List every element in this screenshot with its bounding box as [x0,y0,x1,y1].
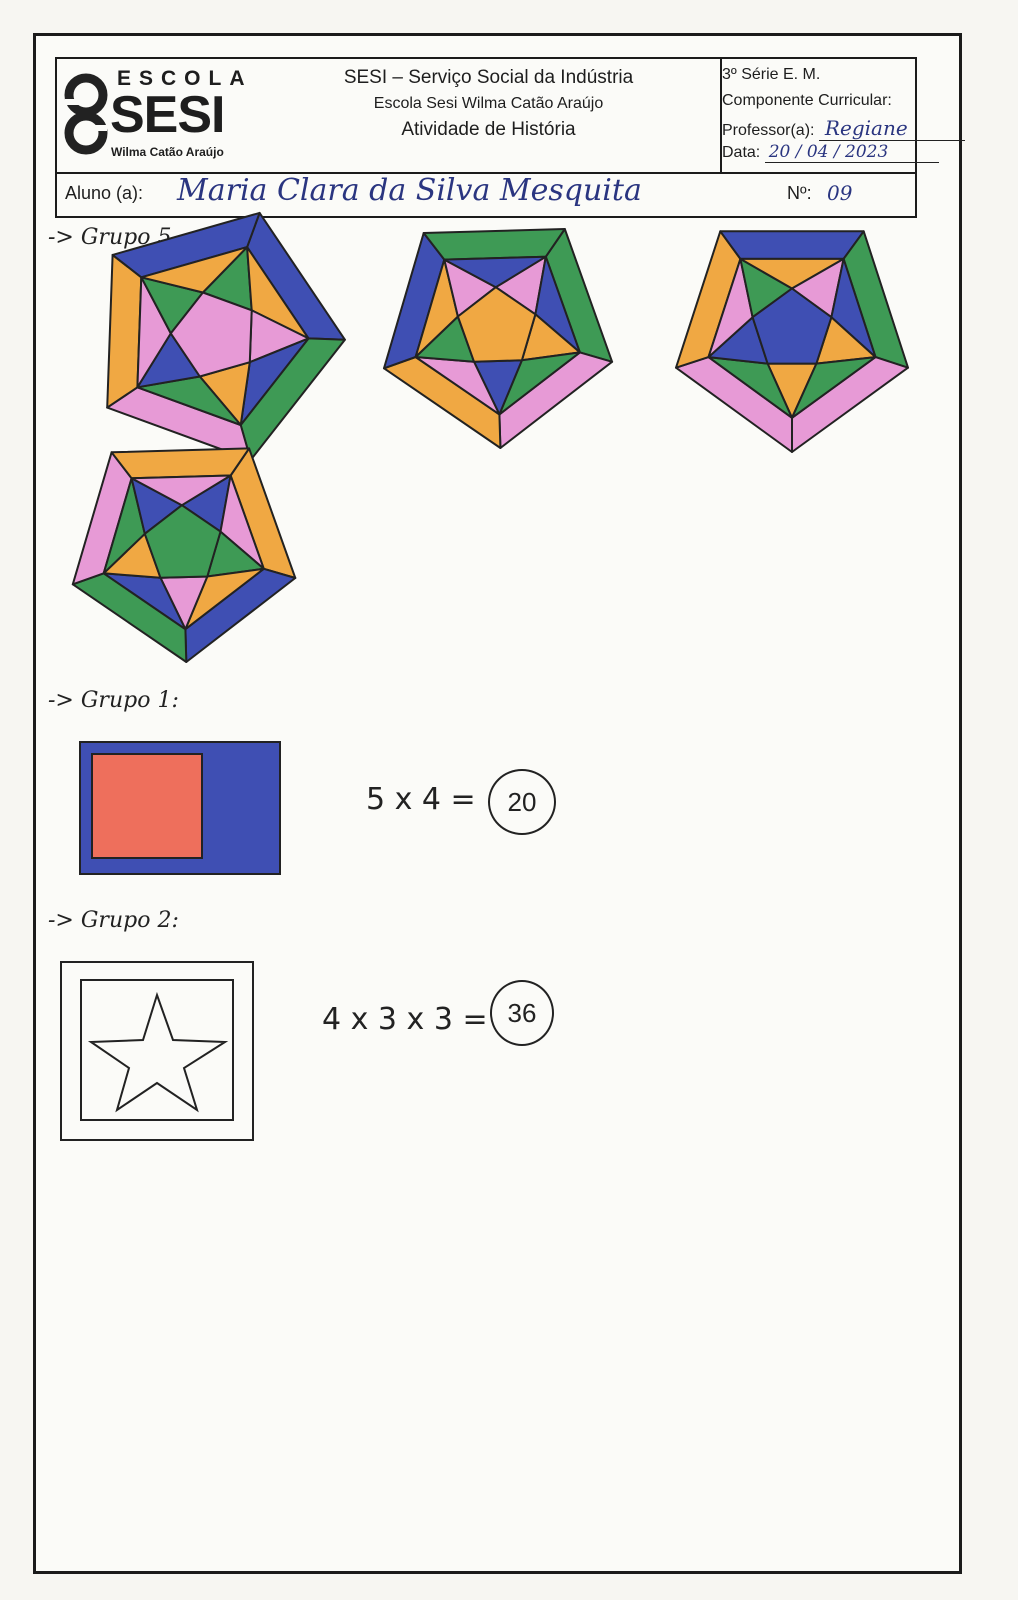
numero-label: Nº: [787,183,812,203]
worksheet-header: ESCOLA SESI Wilma Catão Araújo SESI – Se… [55,57,965,218]
data-label: Data: [722,144,761,161]
title-line-1: SESI – Serviço Social da Indústria [343,67,634,88]
pentagon-3-outer-band [719,230,865,260]
pentagon-4-ring-tile [130,474,232,507]
group2-result-circle: 36 [490,980,554,1046]
group1-rectangle-drawing [79,741,281,875]
group1-result-circle: 20 [488,769,556,835]
logo-escola-text: ESCOLA [117,67,253,90]
professor-value: Regiane [818,116,965,141]
title-line-2: Escola Sesi Wilma Catão Araújo [373,95,604,112]
professor-label: Professor(a): [722,122,815,139]
data-row: Data: 20 / 04 / 2023 [722,142,939,163]
pentagon-1-ring-tile [140,246,249,294]
pentagon-4-center [143,504,222,579]
header-top-row: ESCOLA SESI Wilma Catão Araújo SESI – Se… [57,59,965,174]
pentagon-4-outer-band [110,447,251,480]
pentagon-2-center [456,286,537,363]
pentagon-2-ring-tile [443,255,547,289]
logo-sesi-text: SESI [110,86,225,144]
componente-label: Componente Curricular: [722,92,892,109]
pentagon-3-ring-tile [791,356,877,419]
group2-equation: 4 x 3 x 3 = [322,1002,488,1037]
header-title-block: SESI – Serviço Social da Indústria Escol… [257,59,722,172]
professor-row: Professor(a): Regiane [722,116,965,141]
logo-subtitle: Wilma Catão Araújo [111,145,224,159]
serie-text: 3º Série E. M. [722,66,821,83]
group2-star-drawing [60,961,254,1141]
pentagon-3-center [751,287,833,365]
numero-value: 09 [827,181,853,205]
aluno-name: Maria Clara da Silva Mesquita [177,173,642,208]
group1-equation: 5 x 4 = [366,782,476,817]
pentagon-1-outer-band [106,253,143,409]
sesi-logo-icon [64,73,108,155]
data-value: 20 / 04 / 2023 [764,142,939,163]
header-info-block: 3º Série E. M. Componente Curricular: Pr… [722,59,965,172]
title-line-3: Atividade de História [401,119,576,140]
pentagon-1-center [169,291,253,378]
group2-label: -> Grupo 2: [48,908,179,933]
group1-label: -> Grupo 1: [48,688,179,713]
school-logo: ESCOLA SESI Wilma Catão Araújo [57,59,257,172]
aluno-label: Aluno (a): [65,183,144,203]
pentagon-2-outer-band [422,228,566,261]
